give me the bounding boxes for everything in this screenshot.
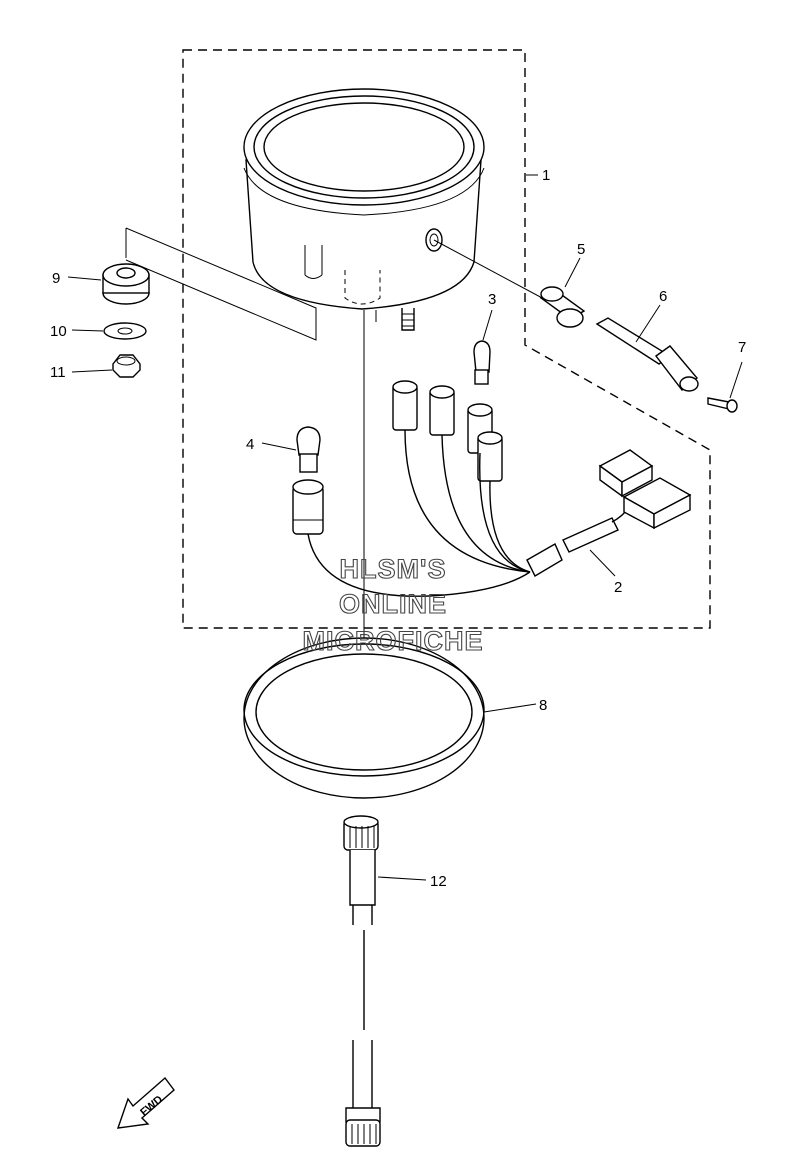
wire-harness [307, 380, 692, 597]
screw [707, 397, 738, 413]
callout-10: 10 [50, 323, 67, 340]
svg-text:HLSM'S: HLSM'S [340, 554, 447, 584]
callout-4: 4 [246, 436, 254, 453]
callout-1: 1 [542, 167, 550, 184]
callout-3: 3 [488, 291, 496, 308]
sleeve [595, 317, 699, 392]
bulb-3 [473, 340, 491, 385]
callout-9: 9 [52, 270, 60, 287]
nut [112, 354, 141, 378]
callout-8: 8 [539, 697, 547, 714]
grommet [102, 263, 150, 305]
svg-text:ONLINE: ONLINE [339, 589, 447, 619]
meter-cable [343, 815, 381, 1147]
callout-11: 11 [50, 364, 66, 381]
callout-5: 5 [577, 241, 585, 258]
callout-6: 6 [659, 288, 667, 305]
bulb-4 [292, 426, 324, 535]
meter-assembly [243, 88, 485, 331]
callout-7: 7 [738, 339, 746, 356]
washer [103, 322, 147, 340]
svg-text:MICROFICHE: MICROFICHE [303, 626, 484, 656]
gasket [243, 637, 485, 799]
collar [539, 286, 586, 328]
callout-2: 2 [614, 579, 622, 596]
callout-12: 12 [430, 873, 447, 890]
watermark: HLSM'S ONLINE MICROFICHE [302, 553, 484, 656]
fwd-arrow-icon: FWD [116, 1076, 175, 1129]
